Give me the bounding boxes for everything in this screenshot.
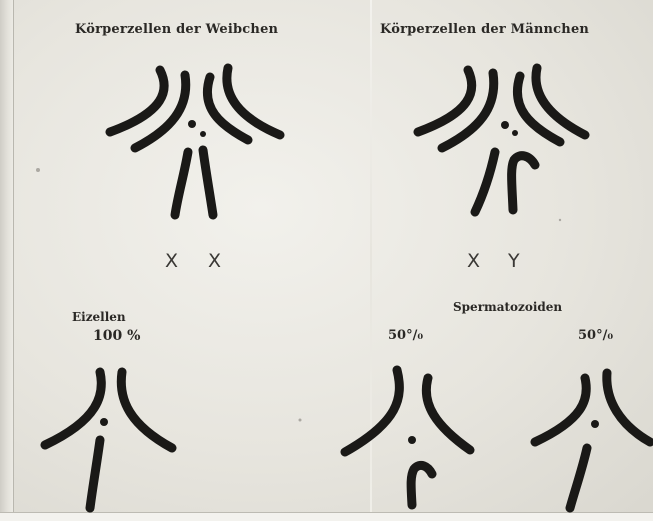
male-dot-chromosome-2 bbox=[512, 130, 518, 136]
male-v-chromosome-1 bbox=[418, 70, 472, 132]
sperm-y-v-chromosome-1 bbox=[345, 370, 399, 452]
egg-v-chromosome-2 bbox=[121, 372, 172, 448]
sperm-x-v-chromosome-1 bbox=[535, 378, 586, 442]
male-somatic-chromosomes bbox=[418, 68, 585, 212]
sperm-x-dot-chromosome bbox=[591, 420, 599, 428]
male-x-chromosome bbox=[475, 152, 495, 212]
egg-dot-chromosome bbox=[100, 418, 108, 426]
sperm-x-chromosomes bbox=[535, 373, 650, 508]
male-v-chromosome-4 bbox=[536, 68, 585, 135]
female-x-chromosome-2 bbox=[203, 150, 213, 215]
female-dot-chromosome-2 bbox=[200, 131, 206, 137]
sperm-x-chromosome bbox=[570, 448, 587, 508]
sperm-x-v-chromosome-2 bbox=[607, 373, 650, 442]
sperm-y-v-chromosome-2 bbox=[426, 378, 470, 450]
sperm-y-dot-chromosome bbox=[408, 436, 416, 444]
female-x-chromosome-1 bbox=[175, 152, 188, 215]
female-dot-chromosome-1 bbox=[188, 120, 196, 128]
male-dot-chromosome-1 bbox=[501, 121, 509, 129]
female-v-chromosome-1 bbox=[110, 70, 164, 132]
female-v-chromosome-4 bbox=[227, 68, 280, 135]
sperm-y-chromosome bbox=[411, 465, 432, 505]
egg-x-chromosome bbox=[90, 440, 100, 508]
egg-v-chromosome-1 bbox=[45, 372, 101, 445]
sperm-y-chromosomes bbox=[345, 370, 470, 505]
egg-cell-chromosomes bbox=[45, 372, 172, 508]
female-somatic-chromosomes bbox=[110, 68, 280, 215]
male-y-chromosome bbox=[512, 156, 535, 210]
